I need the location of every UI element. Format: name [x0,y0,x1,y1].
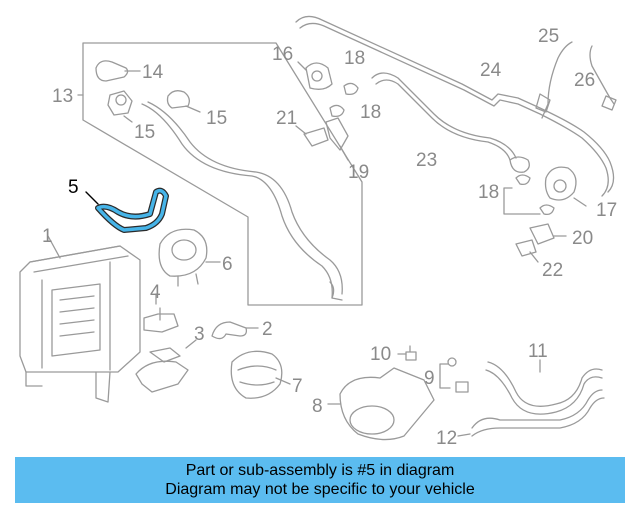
callout-15a: 15 [134,122,155,143]
part-3 [135,347,189,393]
part-8-bracket [339,367,435,441]
part-19 [325,117,349,151]
part-14 [95,60,129,82]
callout-9: 9 [424,368,435,389]
part-16 [305,62,333,90]
part-9-clip [447,357,469,393]
callout-4: 4 [150,282,161,303]
banner-line-1: Part or sub-assembly is #5 in diagram [185,462,455,479]
part-21 [303,127,329,147]
part-26-sensor [589,45,615,105]
part-15-left [107,90,133,116]
part-6-pump [158,228,208,277]
part-15-right [166,90,190,109]
callout-2: 2 [262,319,273,340]
callout-16: 16 [272,44,293,65]
callout-11: 11 [528,341,548,362]
callout-14: 14 [142,62,164,83]
info-banner: Part or sub-assembly is #5 in diagram Di… [15,457,625,503]
part-25-sensor [541,41,573,119]
callout-26: 26 [574,70,595,91]
subassembly-13-outline [82,42,363,306]
callout-8: 8 [312,396,323,417]
banner-line-2: Diagram may not be specific to your vehi… [165,481,475,498]
part-20 [529,223,555,245]
part-1-canister [19,245,141,373]
part-18-mid [329,104,345,118]
callout-19: 19 [348,162,369,183]
callout-18c: 18 [478,182,499,203]
hose-13 [141,103,333,299]
part-7-air-pump [230,350,283,399]
callout-1: 1 [42,226,53,247]
part-24-pipe [295,15,615,193]
callout-3: 3 [194,324,205,345]
callout-25: 25 [538,26,559,47]
part-22 [515,239,537,257]
callout-7: 7 [292,376,303,397]
callout-20: 20 [572,228,593,249]
callout-10: 10 [370,344,391,365]
callout-17: 17 [596,200,617,221]
part-2 [211,321,248,340]
part-23-pipe [371,72,517,159]
part-4 [143,307,179,333]
callout-13: 13 [52,86,73,107]
part-18-top [343,82,359,96]
callout-21: 21 [276,108,297,129]
part-17 [544,166,577,201]
callout-6: 6 [222,254,233,275]
callout-5[interactable]: 5 [68,177,79,198]
parts-diagram: 1 2 3 4 5 6 7 8 9 10 11 12 13 14 15 15 1… [19,15,617,449]
callout-22: 22 [542,260,563,281]
callout-18a: 18 [344,48,365,69]
callout-15b: 15 [206,108,227,129]
callout-23: 23 [416,150,437,171]
callout-24: 24 [480,60,502,81]
callout-18b: 18 [360,102,381,123]
part-11-hose [487,361,603,407]
part-12-hose [471,389,603,429]
part-5-highlighted-hose[interactable] [85,187,169,233]
part-10-bolt [405,345,417,361]
callout-12: 12 [436,428,457,449]
